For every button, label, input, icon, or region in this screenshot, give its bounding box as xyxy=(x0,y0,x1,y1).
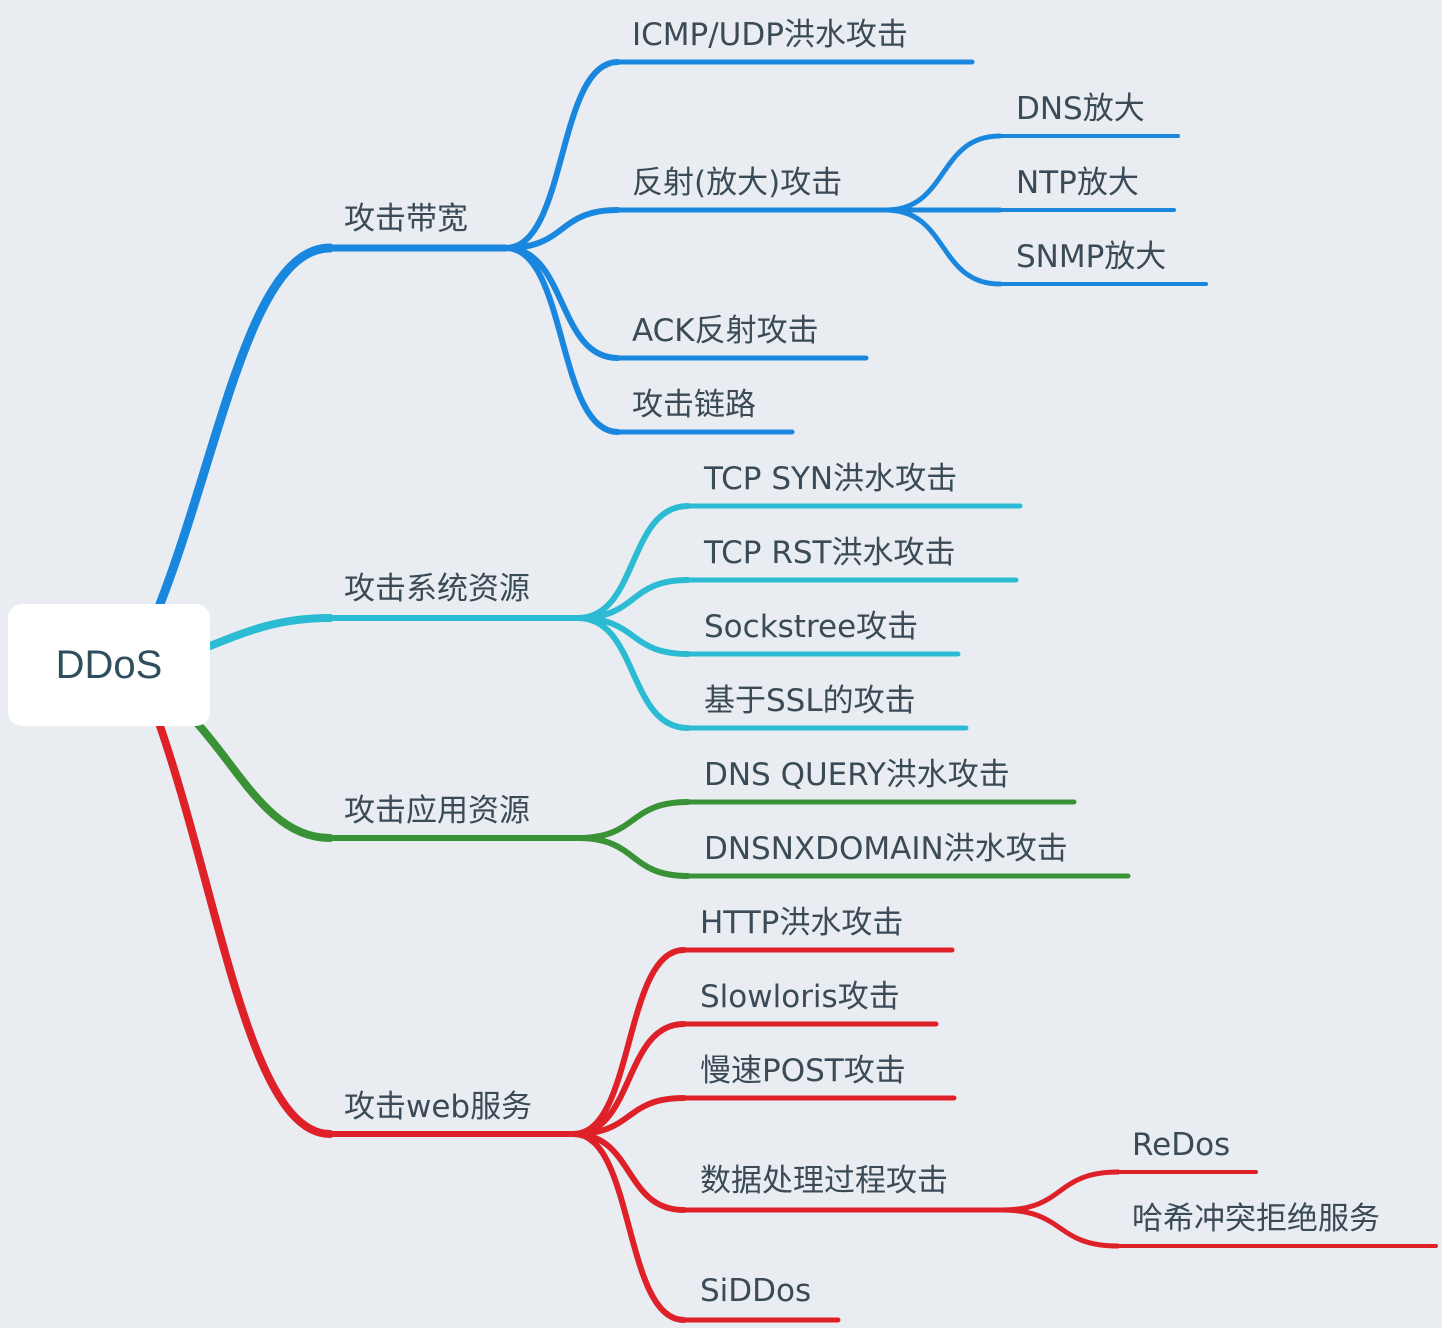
node-label[interactable]: ACK反射攻击 xyxy=(632,313,819,349)
connector-node xyxy=(575,615,691,731)
node-label[interactable]: 哈希冲突拒绝服务 xyxy=(1132,1201,1380,1237)
connector-node xyxy=(883,133,1003,213)
node-label[interactable]: TCP RST洪水攻击 xyxy=(704,535,956,571)
branch-label-web[interactable]: 攻击web服务 xyxy=(344,1089,533,1125)
connector-node xyxy=(503,59,621,251)
node-label[interactable]: DNSNXDOMAIN洪水攻击 xyxy=(704,831,1068,867)
node-label[interactable]: SNMP放大 xyxy=(1016,239,1167,275)
connector-node xyxy=(571,947,687,1137)
node-label[interactable]: NTP放大 xyxy=(1016,165,1139,201)
node-label[interactable]: HTTP洪水攻击 xyxy=(700,905,904,941)
root-label: DDoS xyxy=(55,642,163,687)
node-label[interactable]: TCP SYN洪水攻击 xyxy=(704,461,958,497)
node-label[interactable]: ReDos xyxy=(1132,1127,1231,1163)
connector-node xyxy=(571,1095,687,1137)
node-label[interactable]: DNS QUERY洪水攻击 xyxy=(704,757,1010,793)
connector-node xyxy=(571,1131,687,1213)
connector-node xyxy=(503,245,621,435)
connector-web xyxy=(156,722,334,1138)
branch-label-system[interactable]: 攻击系统资源 xyxy=(344,571,530,607)
connector-system xyxy=(206,614,334,650)
connector-node xyxy=(575,799,691,841)
node-label[interactable]: 慢速POST攻击 xyxy=(700,1053,906,1089)
node-label[interactable]: 基于SSL的攻击 xyxy=(704,683,916,719)
node-label[interactable]: 数据处理过程攻击 xyxy=(700,1163,948,1199)
node-label[interactable]: 反射(放大)攻击 xyxy=(632,165,843,201)
node-label[interactable]: 攻击链路 xyxy=(632,387,756,423)
connector-node xyxy=(575,835,691,879)
connector-application xyxy=(192,718,334,842)
connector-node xyxy=(999,1207,1121,1249)
node-label[interactable]: SiDDos xyxy=(700,1273,812,1309)
branch-label-application[interactable]: 攻击应用资源 xyxy=(344,793,530,829)
node-label[interactable]: DNS放大 xyxy=(1016,91,1145,127)
node-label[interactable]: Slowloris攻击 xyxy=(700,979,900,1015)
connector-node xyxy=(883,207,1003,287)
branch-label-bandwidth[interactable]: 攻击带宽 xyxy=(344,201,468,237)
connector-node xyxy=(575,503,691,621)
root-node[interactable]: DDoS xyxy=(8,604,210,726)
connector-node xyxy=(571,1131,687,1323)
connector-node xyxy=(571,1021,687,1137)
connector-node xyxy=(999,1169,1121,1213)
node-label[interactable]: ICMP/UDP洪水攻击 xyxy=(632,17,908,53)
node-label[interactable]: Sockstree攻击 xyxy=(704,609,919,645)
connector-bandwidth xyxy=(155,243,335,609)
connector-node xyxy=(503,207,621,251)
